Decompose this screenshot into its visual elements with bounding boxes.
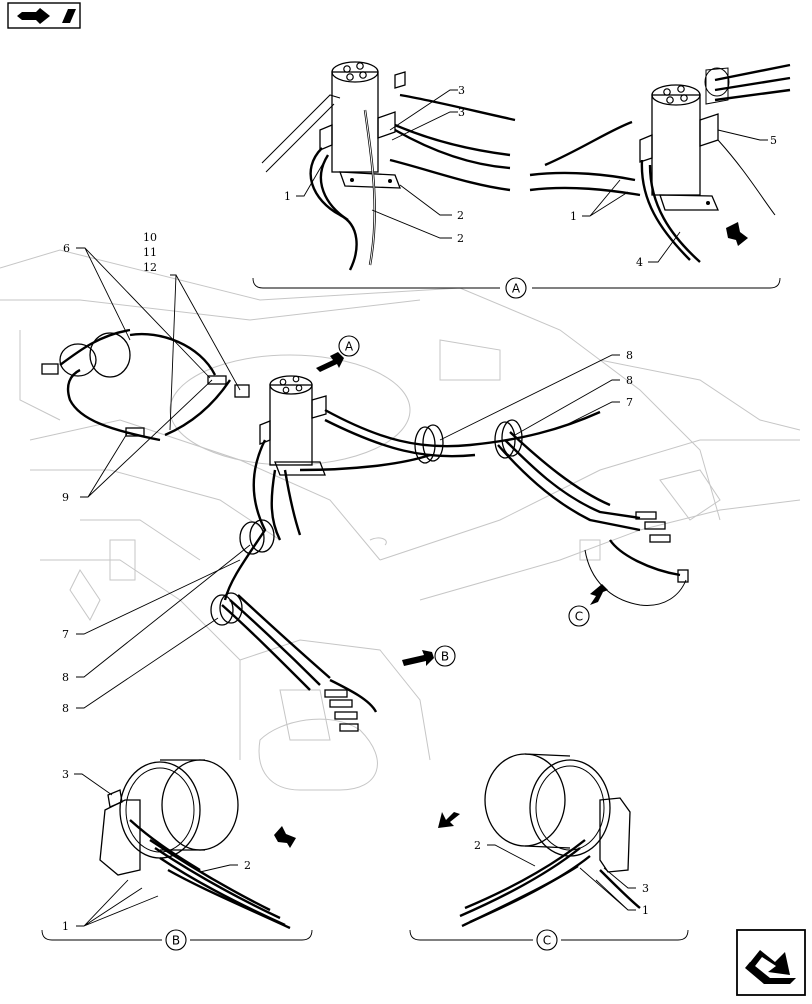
part-label-2c: 2 <box>244 859 251 872</box>
part-label-6: 6 <box>63 242 70 255</box>
part-label-8b: 8 <box>626 374 633 387</box>
swivel-joint-right <box>639 67 730 211</box>
swivel-joint-left <box>261 61 406 189</box>
view-arrow-c-icon <box>590 584 608 605</box>
callout-label-b-main: B <box>441 650 449 664</box>
view-arrow-b-icon <box>402 650 434 666</box>
callout-circle-a <box>505 277 527 299</box>
callout-circle-a-main <box>338 335 360 357</box>
callout-circle-b <box>165 929 187 951</box>
part-label-1d: 1 <box>642 904 649 917</box>
part-label-3a: 3 <box>458 84 465 97</box>
callout-circle-c-main <box>568 605 590 627</box>
part-label-1c: 1 <box>62 920 69 933</box>
part-label-10: 10 <box>143 231 157 244</box>
hoses-view-a-left <box>309 93 516 271</box>
part-label-3c: 3 <box>62 768 69 781</box>
callout-circle-c <box>536 929 558 951</box>
callout-label-a-main: A <box>345 340 354 354</box>
main-view-assembly: A B C 6 10 11 12 9 8 8 7 7 8 8 <box>41 231 689 732</box>
part-label-9: 9 <box>62 491 69 504</box>
part-label-8c: 8 <box>62 671 69 684</box>
view-arrow-a-icon <box>316 352 344 372</box>
detail-view-a-bracket <box>252 277 781 289</box>
detail-view-c: C 2 3 1 <box>409 753 689 951</box>
main-hose-bundle <box>59 328 687 691</box>
detail-view-b-bracket <box>41 929 313 941</box>
part-label-1b: 1 <box>570 210 577 223</box>
callout-label-b: B <box>172 934 180 948</box>
part-label-8a: 8 <box>626 349 633 362</box>
part-label-7a: 7 <box>626 396 633 409</box>
part-label-8d: 8 <box>62 702 69 715</box>
hose-fittings-main <box>41 332 689 732</box>
hoses-view-c <box>459 839 641 928</box>
part-label-3b: 3 <box>458 106 465 119</box>
part-label-11: 11 <box>143 246 157 259</box>
hoses-view-a-right <box>529 63 791 263</box>
callout-label-c: C <box>543 934 551 948</box>
part-label-7b: 7 <box>62 628 69 641</box>
callout-label-c-main: C <box>575 610 583 624</box>
part-label-5: 5 <box>770 134 777 147</box>
part-label-4: 4 <box>636 256 643 269</box>
part-label-12: 12 <box>143 261 157 274</box>
part-label-2a: 2 <box>457 209 464 222</box>
part-label-2d: 2 <box>474 839 481 852</box>
direction-arrow-c-icon <box>438 812 460 828</box>
direction-arrow-a-icon <box>726 222 748 246</box>
part-label-3d: 3 <box>642 882 649 895</box>
next-page-arrow-icon[interactable] <box>736 929 806 996</box>
part-label-2b: 2 <box>457 232 464 245</box>
detail-view-a: A 3 3 1 2 2 1 4 5 <box>252 61 791 299</box>
detail-view-c-bracket <box>409 929 689 941</box>
callout-circle-b-main <box>434 645 456 667</box>
previous-page-arrow-icon[interactable] <box>7 2 81 29</box>
part-label-1a: 1 <box>284 190 291 203</box>
callout-label-a: A <box>512 282 521 296</box>
grommets <box>210 419 523 626</box>
direction-arrow-b-icon <box>274 826 296 848</box>
hoses-view-b <box>129 819 291 930</box>
detail-view-b: B 3 2 1 <box>41 759 313 951</box>
swivel-joint-main <box>259 375 327 476</box>
